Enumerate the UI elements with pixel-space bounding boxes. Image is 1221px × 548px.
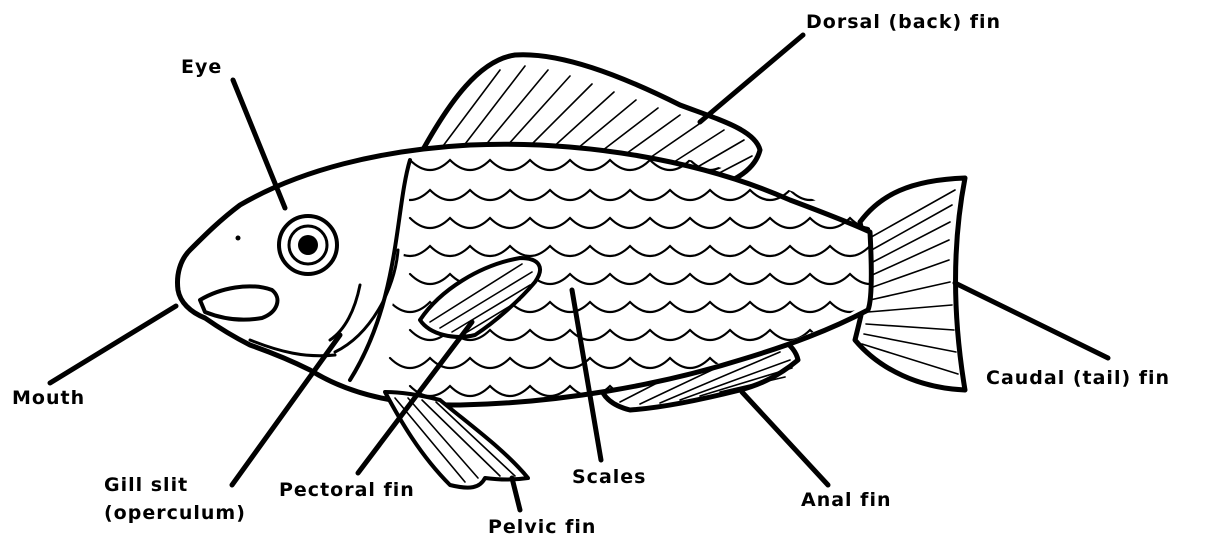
label-gill-slit-line1: Gill slit: [104, 471, 246, 499]
label-pelvic-fin: Pelvic fin: [488, 515, 596, 539]
label-mouth: Mouth: [12, 386, 85, 410]
pointer-dorsal: [700, 35, 803, 122]
label-gill-slit: Gill slit (operculum): [104, 471, 246, 527]
pointer-mouth: [50, 306, 176, 383]
label-scales: Scales: [572, 465, 646, 489]
pointer-eye: [233, 80, 285, 208]
eye: [279, 216, 337, 274]
pointer-anal: [742, 392, 828, 485]
label-dorsal-fin: Dorsal (back) fin: [806, 10, 1001, 34]
label-gill-slit-line2: (operculum): [104, 499, 246, 527]
label-eye: Eye: [181, 55, 222, 79]
label-pectoral-fin: Pectoral fin: [279, 478, 415, 502]
pointer-pelvic: [512, 478, 520, 510]
pointer-caudal: [955, 283, 1108, 358]
label-caudal-fin: Caudal (tail) fin: [986, 366, 1170, 390]
label-anal-fin: Anal fin: [801, 488, 892, 512]
